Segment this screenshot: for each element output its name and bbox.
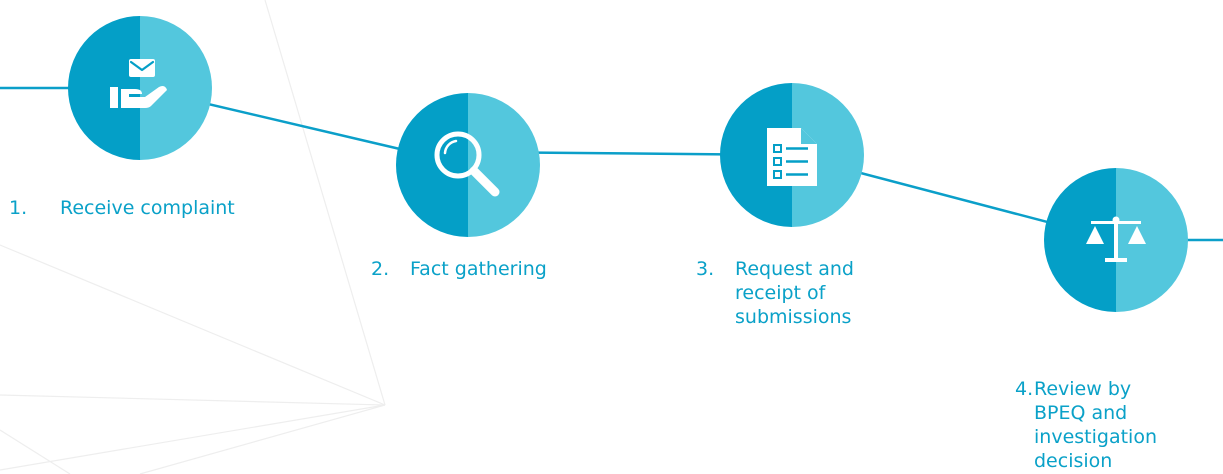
hand-envelope-icon — [110, 59, 167, 108]
checklist-document-icon — [767, 128, 817, 186]
magnifier-icon — [434, 131, 500, 197]
step-1-circle — [68, 16, 212, 160]
step-1-number: 1. — [9, 197, 28, 219]
step-3-text: Request and receipt of submissions — [735, 258, 854, 328]
step-2-text: Fact gathering — [410, 258, 547, 280]
step-2-circle — [396, 93, 540, 237]
step-3-circle — [720, 83, 864, 227]
step-4-circle — [1044, 168, 1188, 312]
step-4-number: 4. — [1015, 378, 1034, 400]
background-decoration — [0, 0, 386, 474]
step-4-text: Review by BPEQ and investigation decisio… — [1034, 378, 1157, 472]
step-3-number: 3. — [696, 258, 715, 280]
scales-icon — [1086, 216, 1146, 262]
step-1-text: Receive complaint — [60, 197, 235, 219]
step-2-number: 2. — [371, 258, 390, 280]
